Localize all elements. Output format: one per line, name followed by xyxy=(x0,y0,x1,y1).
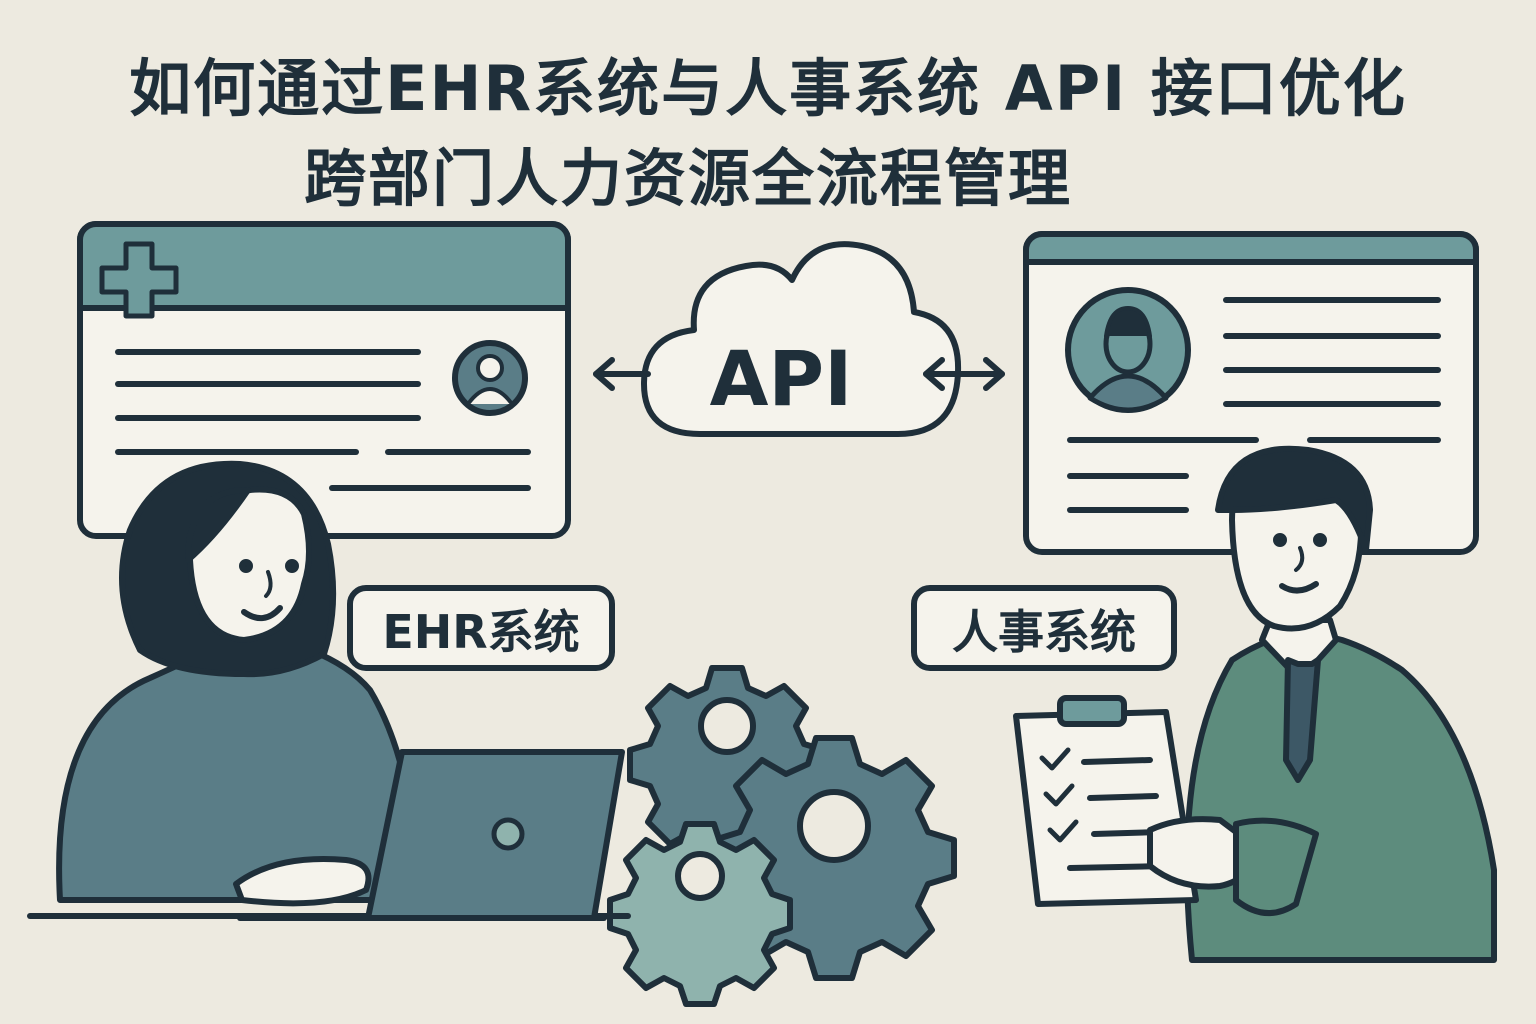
arrow-left-icon xyxy=(593,357,651,391)
api-label: API xyxy=(710,334,853,423)
ehr-window xyxy=(77,221,571,539)
ehr-label: EHR系统 xyxy=(382,605,579,659)
person-profile-icon xyxy=(1065,287,1191,413)
hr-label-box: 人事系统 xyxy=(911,585,1177,671)
title-line-2: 跨部门人力资源全流程管理 xyxy=(303,142,1072,215)
hr-window xyxy=(1023,231,1479,555)
hr-label: 人事系统 xyxy=(952,605,1136,659)
ehr-label-box: EHR系统 xyxy=(347,585,615,671)
user-avatar-icon xyxy=(452,340,528,416)
title-line-1: 如何通过EHR系统与人事系统 API 接口优化 xyxy=(129,52,1407,125)
double-arrow-icon xyxy=(923,357,1005,391)
man-figure xyxy=(1013,445,1497,963)
gear-icon xyxy=(607,821,793,1007)
laptop-icon xyxy=(237,749,625,921)
woman-figure xyxy=(27,460,631,919)
api-cloud: API xyxy=(641,241,962,437)
medical-cross-icon xyxy=(99,241,179,319)
